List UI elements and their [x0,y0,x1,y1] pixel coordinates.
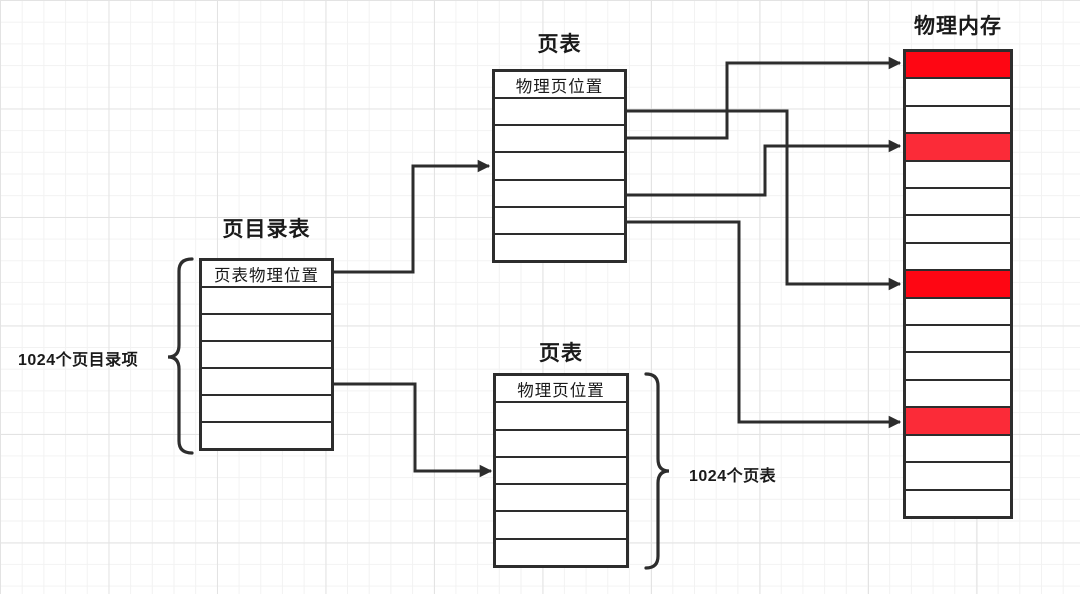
table-row [495,126,624,154]
arrow-pagetable-row1-to-memory-row9 [627,109,902,291]
table-row [906,243,1010,272]
table-row [202,315,331,342]
table-row [906,463,1010,491]
page-table-top: 物理页位置 [492,69,627,263]
table-row [496,485,626,513]
page-tables-brace-label: 1024个页表 [689,468,777,485]
memory-row-highlighted [906,52,1010,80]
page-table-top-header-cell: 物理页位置 [495,72,624,100]
physical-memory-title: 物理内存 [914,15,1002,38]
table-row [906,216,1010,244]
page-table-bottom-title: 页表 [539,342,583,365]
table-row [906,106,1010,135]
table-row [496,539,626,565]
table-row [906,380,1010,409]
table-row [906,298,1010,327]
page-table-bottom: 物理页位置 [493,373,629,568]
table-row [906,435,1010,464]
table-row [202,288,331,315]
table-row [495,99,624,127]
table-row [496,457,626,486]
arrow-directory-to-top-page-table [334,159,491,274]
arrow-directory-to-bottom-page-table [334,382,493,478]
table-row [496,403,626,431]
table-row [906,161,1010,190]
table-row [202,342,331,369]
table-row [202,396,331,423]
table-row [906,326,1010,354]
brace-page-directory [167,257,194,455]
page-table-bottom-header-cell: 物理页位置 [496,376,626,404]
table-row [906,189,1010,217]
table-row [495,207,624,235]
page-directory-title: 页目录表 [222,218,311,241]
arrow-pagetable-row4-to-memory-row4 [627,139,902,197]
table-row [496,512,626,540]
table-row [202,423,331,448]
table-row [495,234,624,260]
page-directory-header-cell: 页表物理位置 [202,261,331,288]
table-row [495,180,624,208]
table-row [495,153,624,181]
memory-row-highlighted [906,134,1010,162]
arrow-pagetable-row5-to-memory-row14 [627,220,902,429]
physical-memory-column [903,49,1013,519]
table-row [906,490,1010,516]
memory-row-highlighted [906,271,1010,299]
table-row [496,430,626,458]
brace-page-tables [644,372,670,570]
arrow-pagetable-row2-to-memory-row1 [627,56,902,140]
table-row [202,369,331,396]
page-directory-table: 页表物理位置 [199,258,334,451]
page-directory-brace-label: 1024个页目录项 [18,352,139,369]
memory-row-highlighted [906,408,1010,436]
page-table-top-title: 页表 [537,33,582,56]
table-row [906,79,1010,107]
table-row [906,353,1010,381]
